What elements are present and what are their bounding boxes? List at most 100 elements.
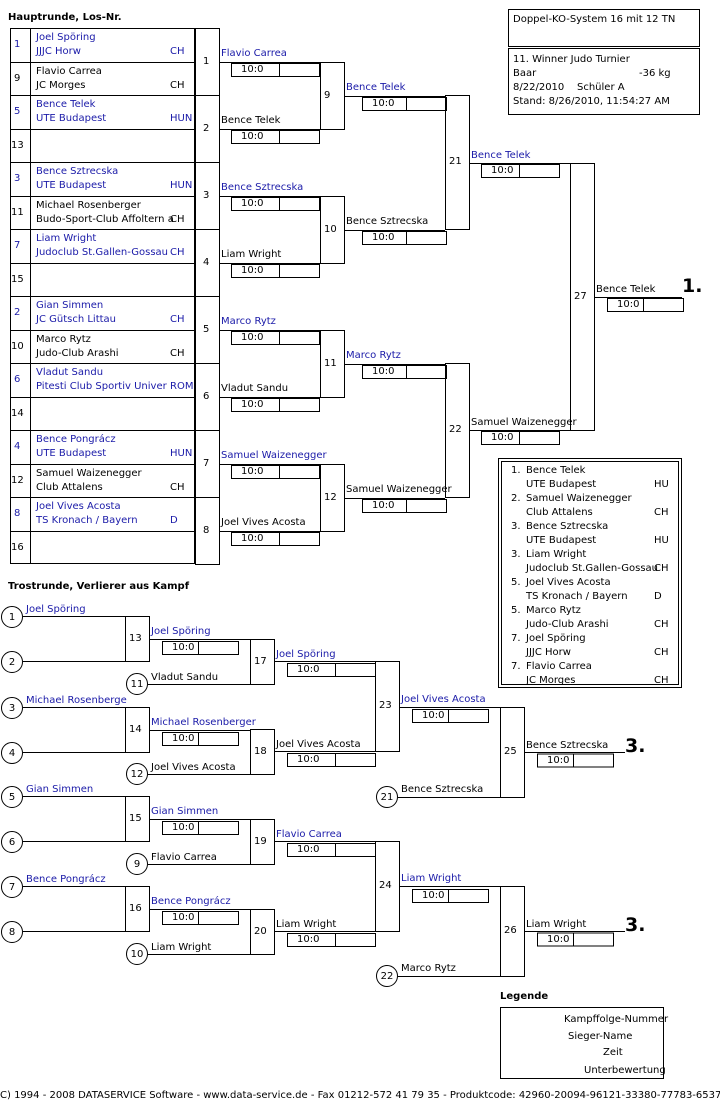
- entry-name: Flavio Carrea: [36, 65, 102, 77]
- winner-name: Bence Telek: [471, 150, 531, 161]
- system-box: Doppel-KO-System 16 mit 12 TN: [508, 9, 700, 47]
- entry-nation: CH: [170, 347, 185, 359]
- status-timestamp: Stand: 8/26/2010, 11:54:27 AM: [513, 96, 670, 107]
- footer-copyright: C) 1994 - 2008 DATASERVICE Software - ww…: [0, 1090, 720, 1101]
- fight-number: 4: [203, 256, 210, 268]
- winner-name: Liam Wright: [401, 873, 462, 884]
- fight-score: 10:0: [241, 198, 264, 209]
- score-box: [162, 732, 239, 746]
- loser-circle: 11: [126, 673, 148, 695]
- winner-name: Liam Wright: [221, 249, 282, 260]
- entry-number: 12: [11, 474, 24, 486]
- fight-number: 8: [203, 524, 210, 536]
- consolation-name: Vladut Sandu: [151, 672, 219, 683]
- fight-score: 10:0: [547, 754, 570, 766]
- entry-club: JC Morges: [36, 79, 86, 91]
- entry-number: 3: [14, 173, 21, 184]
- main-round-title: Hauptrunde, Los-Nr.: [8, 12, 122, 23]
- entry-nation: HUN: [170, 448, 193, 459]
- fight-number: 1: [203, 55, 210, 67]
- fight-score: 10:0: [491, 432, 514, 443]
- loser-circle: 3: [1, 697, 23, 719]
- winner-name: Bence Sztrecska: [526, 739, 609, 751]
- winner-name: Flavio Carrea: [276, 829, 342, 840]
- entry-nation: ROM: [170, 381, 194, 392]
- entry-club: Pitesti Club Sportiv Univer: [36, 381, 167, 392]
- result-place: 5.: [511, 577, 521, 588]
- entry-club: UTE Budapest: [36, 113, 107, 124]
- entry-club: UTE Budapest: [36, 448, 107, 459]
- entry-number: 8: [14, 508, 21, 519]
- winner-name: Joel Spöring: [151, 626, 211, 637]
- score-box: [362, 499, 447, 513]
- score-box: [231, 398, 320, 412]
- entry-name: Michael Rosenberger: [36, 199, 141, 211]
- entry-number: 14: [11, 407, 24, 419]
- fight-score: 10:0: [372, 98, 395, 109]
- score-box: [362, 97, 447, 111]
- result-name: Samuel Waizenegger: [526, 493, 632, 504]
- entry-name: Vladut Sandu: [36, 367, 104, 378]
- winner-name: Flavio Carrea: [221, 48, 287, 59]
- entry-number: 4: [14, 441, 21, 452]
- entry-nation: CH: [170, 79, 185, 91]
- consolation-title: Trostrunde, Verlierer aus Kampf: [8, 581, 190, 592]
- entry-club: JC Gütsch Littau: [36, 314, 116, 325]
- fight-score: 10:0: [241, 332, 264, 343]
- consolation-name: Michael Rosenberge: [26, 695, 127, 706]
- entry-nation: CH: [170, 46, 185, 57]
- fight-score: 10:0: [297, 844, 320, 855]
- entry-club: UTE Budapest: [36, 180, 107, 191]
- entry-number: 11: [11, 206, 24, 218]
- score-box: [162, 641, 239, 655]
- fight-score: 10:0: [617, 299, 640, 310]
- consolation-name: Liam Wright: [151, 942, 212, 953]
- entry-number: 15: [11, 273, 24, 285]
- legend-box: [500, 1007, 664, 1079]
- loser-circle: 2: [1, 651, 23, 673]
- consolation-name: Gian Simmen: [26, 784, 94, 795]
- winner-name: Liam Wright: [526, 918, 587, 930]
- fight-number: 26: [504, 925, 517, 936]
- entry-club: Judoclub St.Gallen-Gossau: [36, 247, 168, 258]
- result-club: Club Attalens: [526, 507, 593, 518]
- fight-number: 19: [254, 836, 267, 847]
- entry-number: 16: [11, 541, 24, 553]
- fight-number: 20: [254, 926, 267, 937]
- entry-nation: CH: [170, 213, 185, 225]
- loser-circle: 5: [1, 786, 23, 808]
- fight-number: 25: [504, 746, 517, 757]
- winner-name: Joel Vives Acosta: [401, 694, 486, 705]
- entry-club: TS Kronach / Bayern: [36, 515, 138, 526]
- result-name: Flavio Carrea: [526, 661, 592, 672]
- result-club: Judo-Club Arashi: [526, 619, 609, 630]
- score-box: [162, 821, 239, 835]
- result-club: UTE Budapest: [526, 479, 597, 490]
- entry-number: 2: [14, 307, 21, 318]
- score-box: [412, 889, 489, 903]
- fight-score: 10:0: [297, 754, 320, 765]
- result-name: Bence Telek: [526, 465, 586, 476]
- weight-class: -36 kg: [639, 68, 671, 79]
- entry-name: Marco Rytz: [36, 333, 91, 345]
- result-nation: CH: [654, 675, 669, 686]
- fight-score: 10:0: [422, 890, 445, 901]
- legend-sub-score: Unterbewertung: [584, 1065, 666, 1076]
- winner-name: Marco Rytz: [221, 316, 276, 327]
- score-box: [162, 911, 239, 925]
- fight-score: 10:0: [372, 232, 395, 243]
- entry-nation: CH: [170, 247, 185, 258]
- score-box: [231, 197, 320, 211]
- fight-number: 6: [203, 390, 210, 402]
- score-box: [537, 932, 614, 947]
- result-place: 3.: [511, 521, 521, 532]
- winner-name: Samuel Waizenegger: [471, 417, 577, 428]
- fight-score: 10:0: [491, 165, 514, 176]
- fight-number: 13: [129, 633, 142, 644]
- rank-label: 3.: [625, 734, 646, 757]
- winner-name: Gian Simmen: [151, 806, 219, 817]
- winner-name: Samuel Waizenegger: [346, 484, 452, 495]
- fight-number: 9: [324, 89, 331, 101]
- fight-number: 10: [324, 223, 337, 235]
- fight-number: 16: [129, 903, 142, 914]
